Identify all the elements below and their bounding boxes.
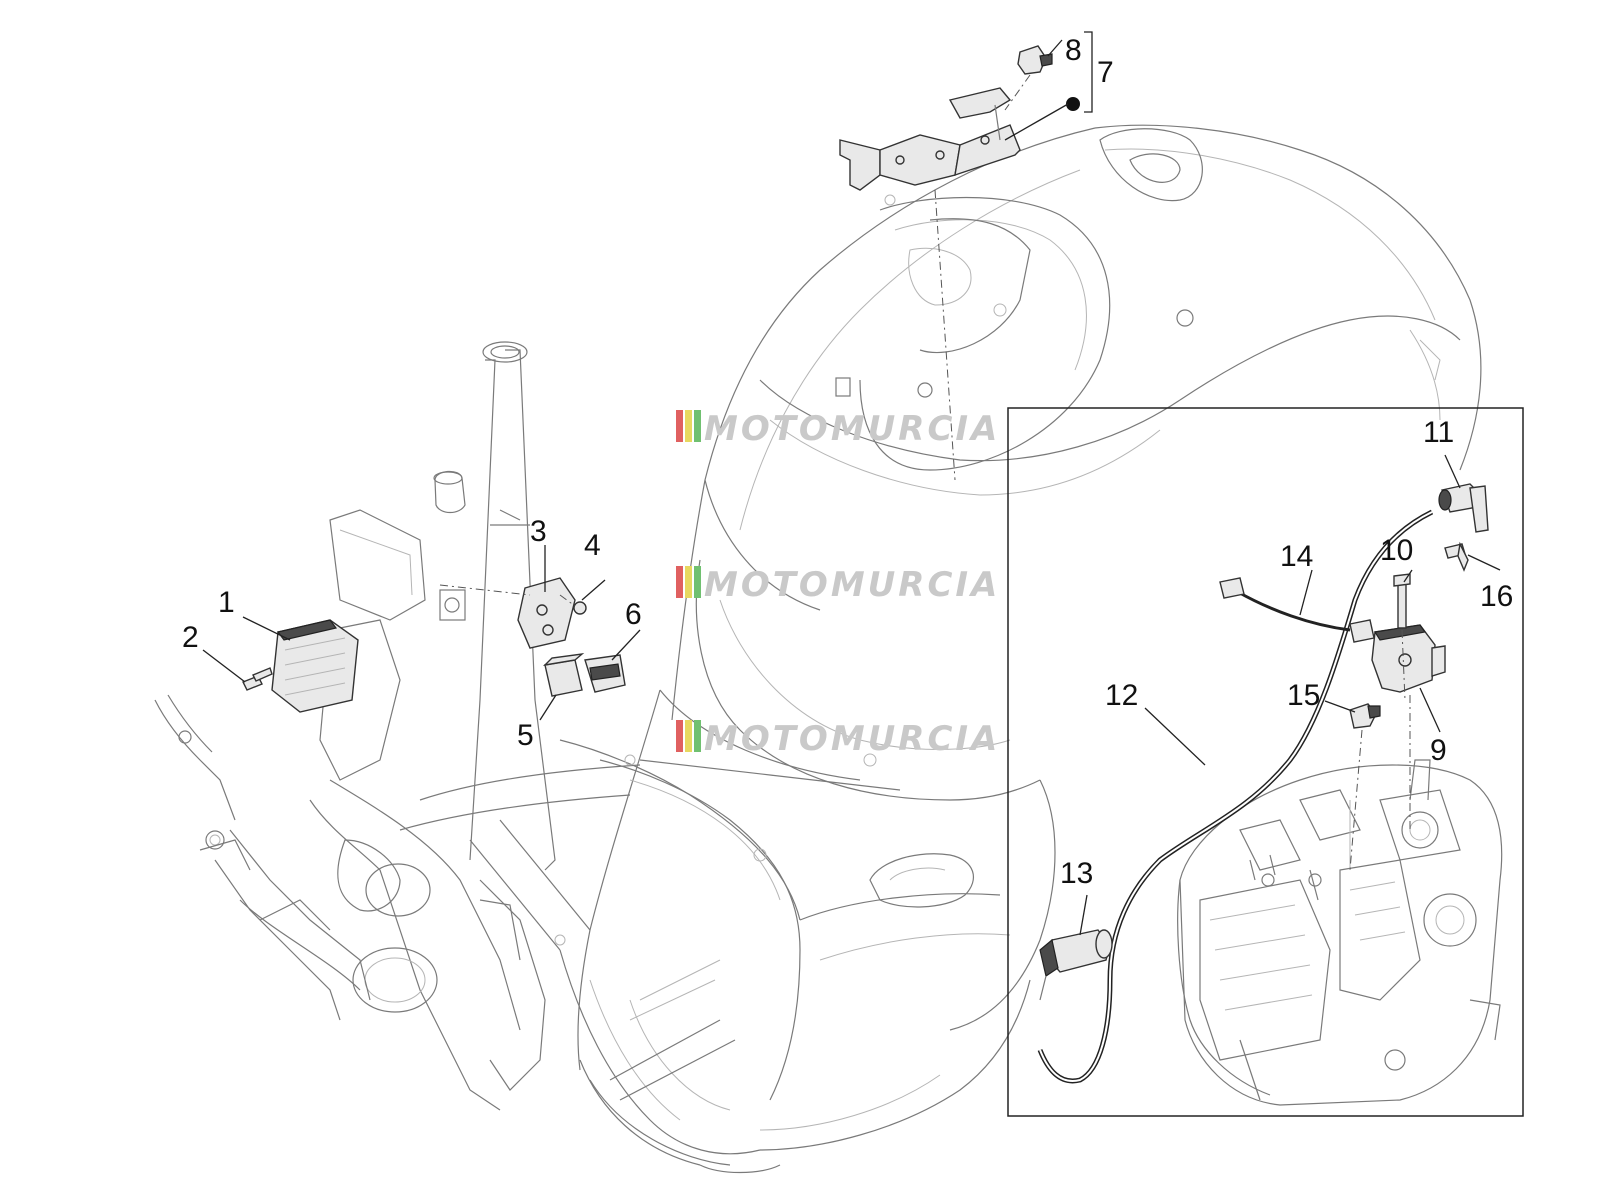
part-4-washer (573, 601, 587, 615)
callout-10: 10 (1380, 534, 1413, 567)
watermark-stripe (685, 410, 692, 442)
watermark-1: MOTOMURCIA (676, 409, 1000, 449)
part-5-relay (542, 652, 585, 697)
scooter-body-outline (399, 124, 1482, 1174)
part-2-screw (242, 667, 273, 691)
watermark-3: MOTOMURCIA (676, 719, 1000, 759)
watermark-text: MOTOMURCIA (704, 719, 1000, 759)
callout-7: 7 (1097, 56, 1114, 89)
watermark-2: MOTOMURCIA (676, 565, 1000, 605)
callout-5: 5 (517, 719, 534, 752)
detail-inset-frame (1007, 407, 1524, 1117)
part-6-connector (584, 654, 626, 693)
steering-column-assembly (154, 341, 731, 1166)
part-13-hose-fitting (1039, 929, 1113, 1001)
callout-11: 11 (1423, 416, 1454, 449)
watermark-stripe (694, 720, 701, 752)
part-1-voltage-regulator (271, 619, 359, 713)
callout-16: 16 (1480, 580, 1513, 613)
part-3-bracket (517, 577, 576, 649)
callout-13: 13 (1060, 857, 1093, 890)
watermark-stripe (676, 410, 683, 442)
part-14-sensor-cable (1219, 577, 1375, 643)
part-7-bracket-assembly (839, 87, 1021, 191)
watermark-stripe (694, 566, 701, 598)
callout-3: 3 (530, 515, 547, 548)
callout-14: 14 (1280, 540, 1313, 573)
watermark-stripe (685, 720, 692, 752)
callout-6: 6 (625, 598, 642, 631)
watermark-text: MOTOMURCIA (704, 565, 1000, 605)
watermark-stripe (694, 410, 701, 442)
callout-leader-lines (202, 31, 1501, 936)
part-16-pin (1444, 541, 1469, 572)
callout-4: 4 (584, 529, 601, 562)
part-9-ignition-coil (1371, 624, 1446, 693)
callout-15: 15 (1287, 679, 1320, 712)
part-8-clip (1017, 45, 1053, 75)
part-10-bolt (1393, 573, 1411, 629)
watermark-text: MOTOMURCIA (704, 409, 1000, 449)
callout-8: 8 (1065, 34, 1082, 67)
watermark-stripe (685, 566, 692, 598)
engine-block (1177, 759, 1503, 1106)
part-11-spark-plug-cap (1438, 483, 1489, 533)
part-12-hose (1037, 509, 1434, 1084)
callout-1: 1 (218, 586, 235, 619)
callout-2: 2 (182, 621, 199, 654)
callout-12: 12 (1105, 679, 1138, 712)
part-15-clip (1349, 703, 1381, 729)
callout-9: 9 (1430, 734, 1447, 767)
part-7-dot-marker (1066, 97, 1080, 111)
watermark-stripe (676, 566, 683, 598)
watermark-stripe (676, 720, 683, 752)
